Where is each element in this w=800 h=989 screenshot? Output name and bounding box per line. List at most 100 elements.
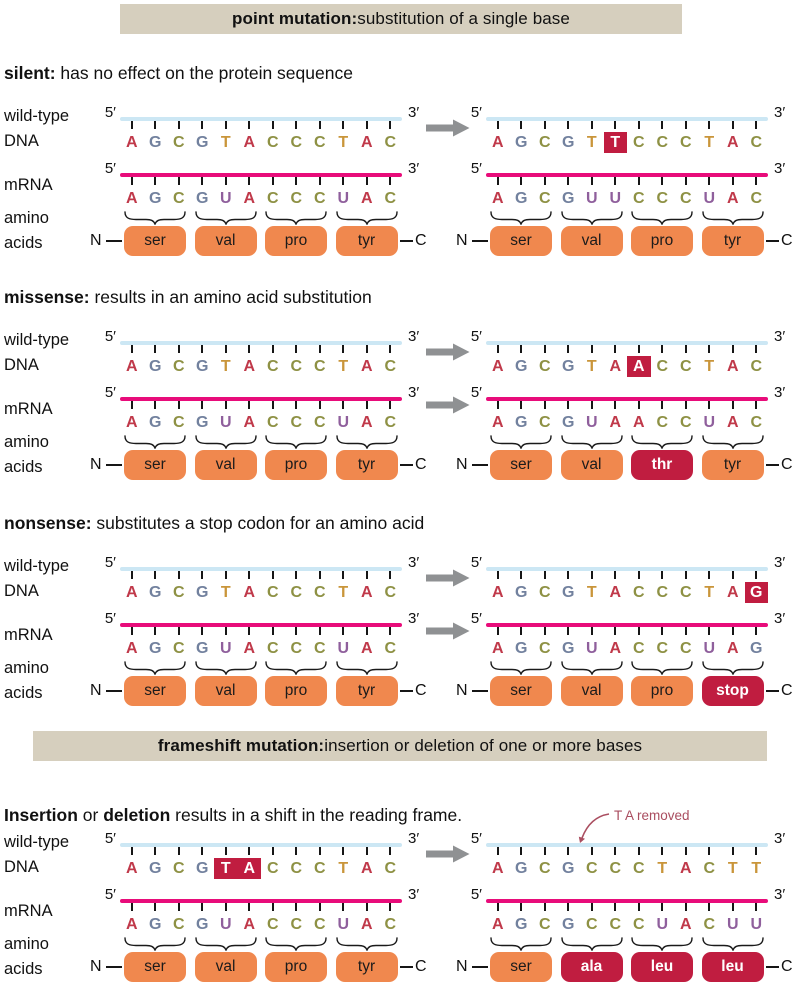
mrna-base-cell: G (745, 627, 769, 659)
tick-mark (130, 345, 133, 353)
dna-base-cell: C (379, 121, 403, 153)
dna-base-cell: C (379, 345, 403, 377)
dna-three-prime-label: 3′ (408, 830, 420, 847)
tick-mark (295, 345, 298, 353)
tick-mark (637, 121, 640, 129)
base-letter-A: A (243, 916, 256, 933)
tick-mark (365, 401, 368, 409)
dna-strand-line (120, 117, 402, 121)
base-letter-U: U (726, 916, 739, 933)
tick-mark (389, 847, 392, 855)
dna-base-cell: C (627, 571, 651, 603)
dna-base-cell: C (533, 345, 557, 377)
base-letter-C: C (632, 640, 645, 657)
tick-mark (496, 401, 499, 409)
base-letter-C: C (290, 916, 303, 933)
dna-strand-line (120, 843, 402, 847)
banner-frameshift-run-1: insertion or deletion of one or more bas… (324, 736, 643, 755)
section-silent: silent: has no effect on the protein seq… (0, 62, 800, 262)
tick-mark (154, 627, 157, 635)
tick-mark (590, 627, 593, 635)
heading-frameshift-run-2: deletion (103, 805, 171, 825)
tick-mark (154, 121, 157, 129)
base-letter-C: C (632, 134, 645, 151)
tick-mark (543, 847, 546, 855)
base-letter-A: A (237, 858, 261, 879)
tick-mark (342, 847, 345, 855)
base-letter-A: A (125, 134, 138, 151)
dna-base-cell: C (604, 847, 628, 879)
codon-brace (560, 661, 623, 675)
row-label-mrna: mRNA (4, 176, 53, 194)
base-letter-A: A (726, 584, 739, 601)
n-terminus-label: N (456, 232, 468, 249)
base-letter-C: C (266, 640, 279, 657)
tick-mark (708, 401, 711, 409)
dna-base-cell: C (261, 345, 285, 377)
mrna-base-cell: G (144, 177, 168, 209)
mrna-base-cell: G (144, 401, 168, 433)
base-letter-A: A (125, 916, 138, 933)
base-letter-T: T (338, 134, 349, 151)
dna-base-cell: C (261, 121, 285, 153)
mrna-base-cell: G (557, 177, 581, 209)
tick-mark (342, 121, 345, 129)
amino-acid-label: tyr (357, 958, 376, 975)
tick-mark (684, 121, 687, 129)
dna-base-cell: A (355, 345, 379, 377)
base-letter-G: G (515, 640, 528, 657)
tick-mark (318, 345, 321, 353)
base-letter-G: G (562, 414, 575, 431)
base-letter-T: T (586, 134, 597, 151)
amino-acid-label: stop (716, 682, 749, 699)
codon-brace (701, 661, 764, 675)
base-letter-C: C (632, 584, 645, 601)
base-letter-A: A (125, 640, 138, 657)
base-letter-U: U (656, 916, 669, 933)
amino-acid-label: ser (510, 958, 532, 975)
base-letter-U: U (585, 414, 598, 431)
annotation-curved-arrow (578, 813, 610, 843)
base-letter-T: T (727, 860, 738, 877)
tick-mark (520, 627, 523, 635)
tick-mark (755, 121, 758, 129)
amino-acid-val: val (560, 226, 623, 256)
base-letter-C: C (384, 134, 397, 151)
amino-acid-val: val (194, 676, 257, 706)
tick-mark (342, 177, 345, 185)
base-letter-C: C (290, 134, 303, 151)
codon-brace (560, 435, 623, 449)
base-letter-C: C (750, 190, 763, 207)
base-letter-C: C (679, 640, 692, 657)
codon-brace (560, 211, 623, 225)
base-letter-C: C (609, 916, 622, 933)
row-label-mrna: mRNA (4, 400, 53, 418)
amino-acid-pro: pro (265, 952, 327, 982)
base-letter-U: U (703, 640, 716, 657)
tick-mark (661, 627, 664, 635)
tick-mark (590, 903, 593, 911)
base-letter-G: G (196, 414, 209, 431)
base-letter-A: A (243, 134, 256, 151)
mrna-base-cell: C (167, 401, 191, 433)
dna-base-cell: C (674, 121, 698, 153)
tick-mark (271, 627, 274, 635)
base-letter-A: A (491, 584, 504, 601)
base-letter-C: C (538, 860, 551, 877)
tick-mark (755, 345, 758, 353)
codon-brace (124, 937, 186, 951)
tick-mark (177, 571, 180, 579)
mrna-base-cell: G (510, 177, 534, 209)
dna-base-cell: G (510, 345, 534, 377)
tick-mark (177, 401, 180, 409)
mrna-base-cell: G (191, 903, 215, 935)
mrna-strand-line (486, 397, 768, 401)
dna-base-cell: A (238, 345, 262, 377)
tick-mark (201, 121, 204, 129)
mrna-base-cell: C (261, 627, 285, 659)
tick-mark (684, 627, 687, 635)
dna-base-cell: C (580, 847, 604, 879)
dna-base-cell: A (627, 345, 651, 377)
